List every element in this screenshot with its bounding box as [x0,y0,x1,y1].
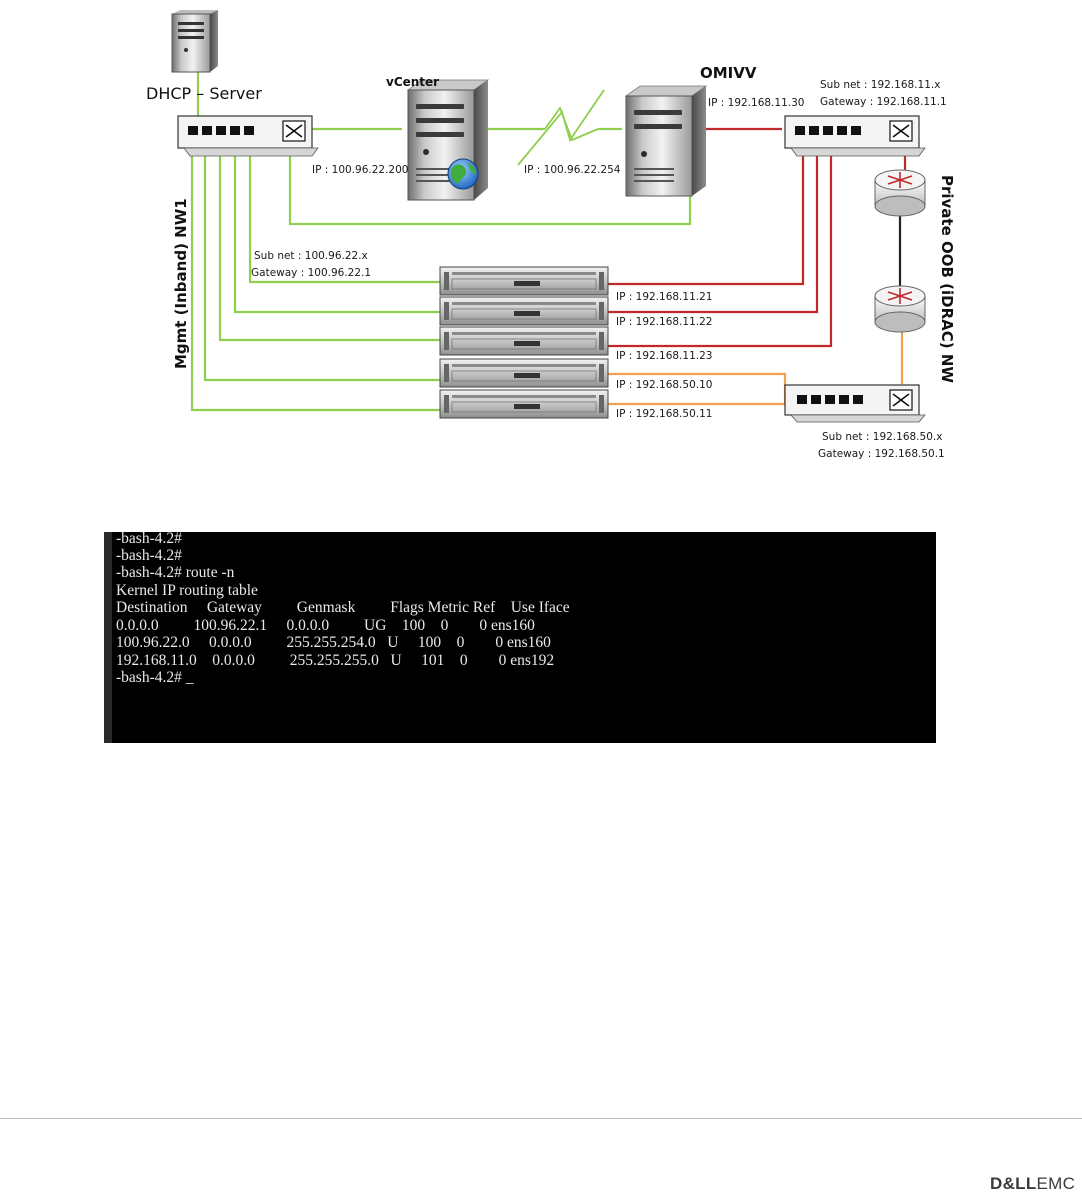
rack-server-2 [439,296,609,326]
oob-network-vertical-label: Private OOB (iDRAC) NW [938,175,956,383]
rack-server-4 [439,358,609,388]
mgmt-gateway-label: Gateway : 100.96.22.1 [251,267,372,279]
terminal-window: -bash-4.2# -bash-4.2# -bash-4.2# route -… [104,532,936,743]
server-1-ip-label: IP : 192.168.11.21 [616,291,713,303]
terminal-left-edge [104,532,112,743]
routing-table-row: 0.0.0.0 100.96.22.1 0.0.0.0 UG 100 0 0 e… [116,617,535,634]
routing-table-header: Destination Gateway Genmask Flags Metric… [116,599,570,616]
mgmt-links [190,70,692,412]
server-3-ip-label: IP : 192.168.11.23 [616,350,713,362]
oob-switch-icon [784,115,926,157]
vcenter-label: vCenter [386,75,440,89]
server-2-ip-label: IP : 192.168.11.22 [616,316,713,328]
oob-links [608,127,907,348]
mgmt-subnet-label: Sub net : 100.96.22.x [254,250,368,262]
dell-emc-logo: D&LLEMC [990,1174,1075,1194]
oob-gateway-label: Gateway : 192.168.11.1 [820,96,947,108]
server-4-ip-label: IP : 192.168.50.10 [616,379,713,391]
mgmt-switch-icon [177,115,319,157]
terminal-line: -bash-4.2# [116,532,182,547]
network-diagram [171,10,926,423]
globe-icon [447,158,479,190]
rack-server-stack [439,266,609,419]
logo-suffix: EMC [1036,1174,1076,1193]
terminal-line: -bash-4.2# route -n [116,564,235,581]
footer-divider [0,1118,1082,1119]
vcenter-ip-label: IP : 100.96.22.200 [312,164,409,176]
bottom-subnet-label: Sub net : 192.168.50.x [822,431,943,443]
bottom-gateway-label: Gateway : 192.168.50.1 [818,448,945,460]
dhcp-server-icon [171,10,218,73]
dhcp-server-label: DHCP – Server [146,84,262,103]
logo-brand: D&LL [990,1174,1037,1193]
rack-server-3 [439,326,609,356]
oob-subnet-label: Sub net : 192.168.11.x [820,79,941,91]
omivv-ip-left-label: IP : 100.96.22.254 [524,164,621,176]
rack-server-1 [439,266,609,296]
bottom-switch-icon [784,384,926,423]
server-5-ip-label: IP : 192.168.50.11 [616,408,713,420]
router-top-icon [874,169,926,217]
terminal-prompt[interactable]: -bash-4.2# _ [116,669,194,686]
omivv-label: OMIVV [700,64,757,82]
terminal-line: Kernel IP routing table [116,582,258,599]
terminal-line: -bash-4.2# [116,547,182,564]
omivv-ip-top-label: IP : 192.168.11.30 [708,97,805,109]
routing-table-row: 100.96.22.0 0.0.0.0 255.255.254.0 U 100 … [116,634,551,651]
rack-server-5 [439,389,609,419]
wan-link-bolt [517,89,605,166]
routing-table-row: 192.168.11.0 0.0.0.0 255.255.255.0 U 101… [116,652,555,669]
omivv-server-icon [624,85,708,197]
router-bottom-icon [874,285,926,333]
mgmt-network-vertical-label: Mgmt (Inband) NW1 [172,198,190,369]
